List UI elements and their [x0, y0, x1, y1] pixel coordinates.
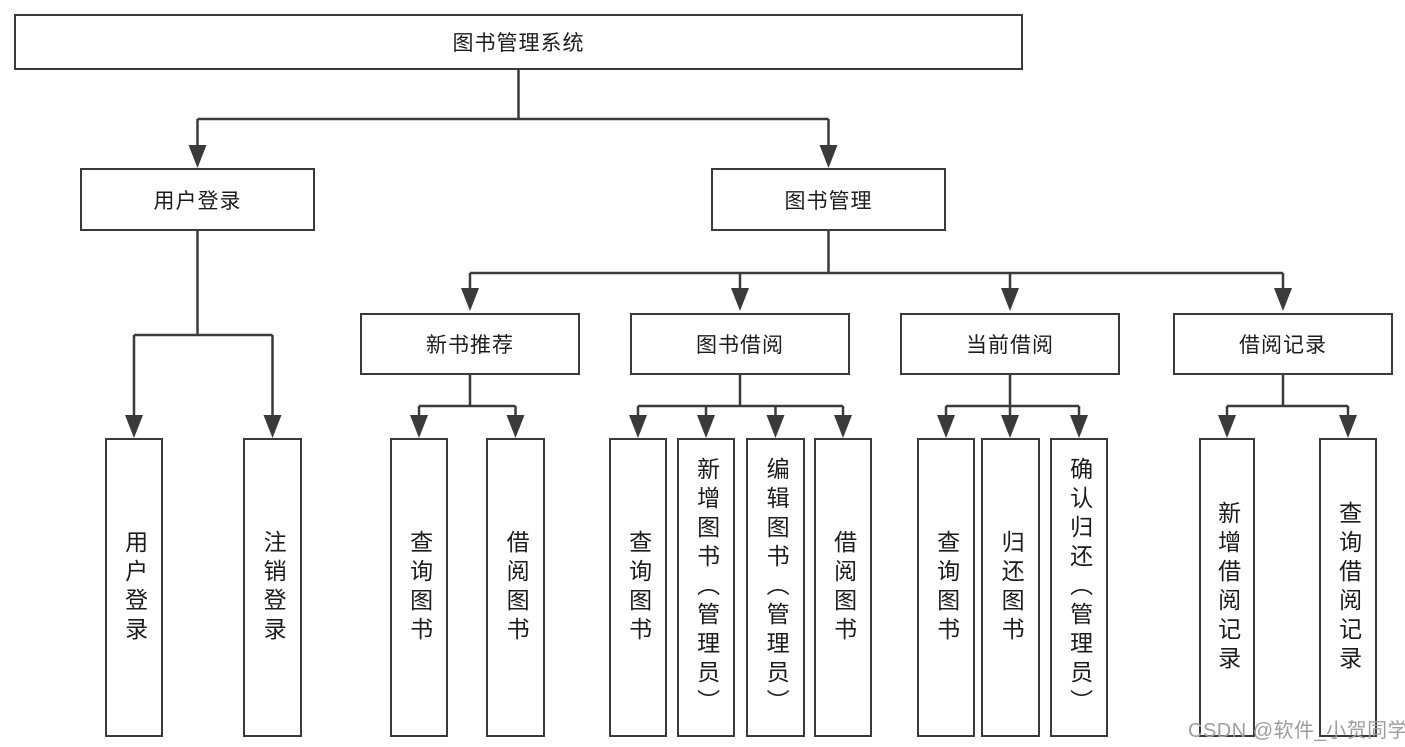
leaf-label: 查询图书	[406, 529, 433, 646]
leaf-query-books-current: 查询图书	[917, 438, 975, 737]
connector-records-to-leaves	[1218, 375, 1357, 438]
leaf-query-borrow-record: 查询借阅记录	[1319, 438, 1377, 737]
node-user-login: 用户登录	[80, 168, 315, 231]
node-label: 当前借阅	[966, 334, 1054, 357]
leaf-add-borrow-record: 新增借阅记录	[1199, 438, 1255, 737]
leaf-query-books-recommend: 查询图书	[390, 438, 448, 737]
connector-login-to-leaves	[125, 231, 282, 438]
leaf-label: 用户登录	[121, 529, 148, 646]
node-current-borrowing: 当前借阅	[900, 313, 1120, 375]
leaf-user-login: 用户登录	[105, 438, 163, 737]
connector-recommend-to-leaves	[410, 375, 525, 438]
leaf-edit-books-admin: 编辑图书（管理员）	[746, 438, 805, 737]
node-label: 新书推荐	[426, 334, 514, 357]
node-label: 借阅记录	[1239, 334, 1327, 357]
node-book-management: 图书管理	[711, 168, 946, 231]
node-library-management-system: 图书管理系统	[14, 14, 1023, 70]
leaf-label: 查询借阅记录	[1335, 500, 1362, 675]
leaf-label: 注销登录	[260, 529, 287, 646]
leaf-label: 新增借阅记录	[1214, 500, 1241, 675]
leaf-query-books-borrowing: 查询图书	[609, 438, 667, 737]
node-new-book-recommendation: 新书推荐	[360, 313, 580, 375]
node-borrowing-records: 借阅记录	[1173, 313, 1393, 375]
leaf-label: 确认归还（管理员）	[1066, 457, 1093, 718]
leaf-label: 查询图书	[625, 529, 652, 646]
connector-current-to-leaves	[937, 375, 1088, 438]
leaf-label: 查询图书	[933, 529, 960, 646]
connector-root-to-level1	[188, 70, 838, 168]
node-label: 图书管理系统	[452, 32, 585, 55]
node-label: 图书借阅	[696, 334, 784, 357]
node-label: 图书管理	[784, 189, 873, 213]
leaf-label: 归还图书	[998, 529, 1025, 646]
connector-mgmt-to-level2	[461, 231, 1292, 311]
leaf-add-books-admin: 新增图书（管理员）	[677, 438, 735, 737]
leaf-label: 新增图书（管理员）	[693, 457, 720, 718]
node-label: 用户登录	[153, 189, 242, 213]
csdn-watermark: CSDN @软件_小贺同学	[1188, 720, 1405, 742]
leaf-logout: 注销登录	[243, 438, 302, 737]
node-book-borrowing: 图书借阅	[630, 313, 850, 375]
connector-borrow-to-leaves	[629, 375, 852, 438]
leaf-return-books: 归还图书	[981, 438, 1040, 737]
leaf-label: 借阅图书	[503, 529, 530, 646]
leaf-borrow-books-recommend: 借阅图书	[486, 438, 545, 737]
leaf-confirm-return-admin: 确认归还（管理员）	[1050, 438, 1108, 737]
leaf-borrow-books-borrowing: 借阅图书	[814, 438, 872, 737]
leaf-label: 编辑图书（管理员）	[763, 457, 790, 718]
leaf-label: 借阅图书	[830, 529, 857, 646]
